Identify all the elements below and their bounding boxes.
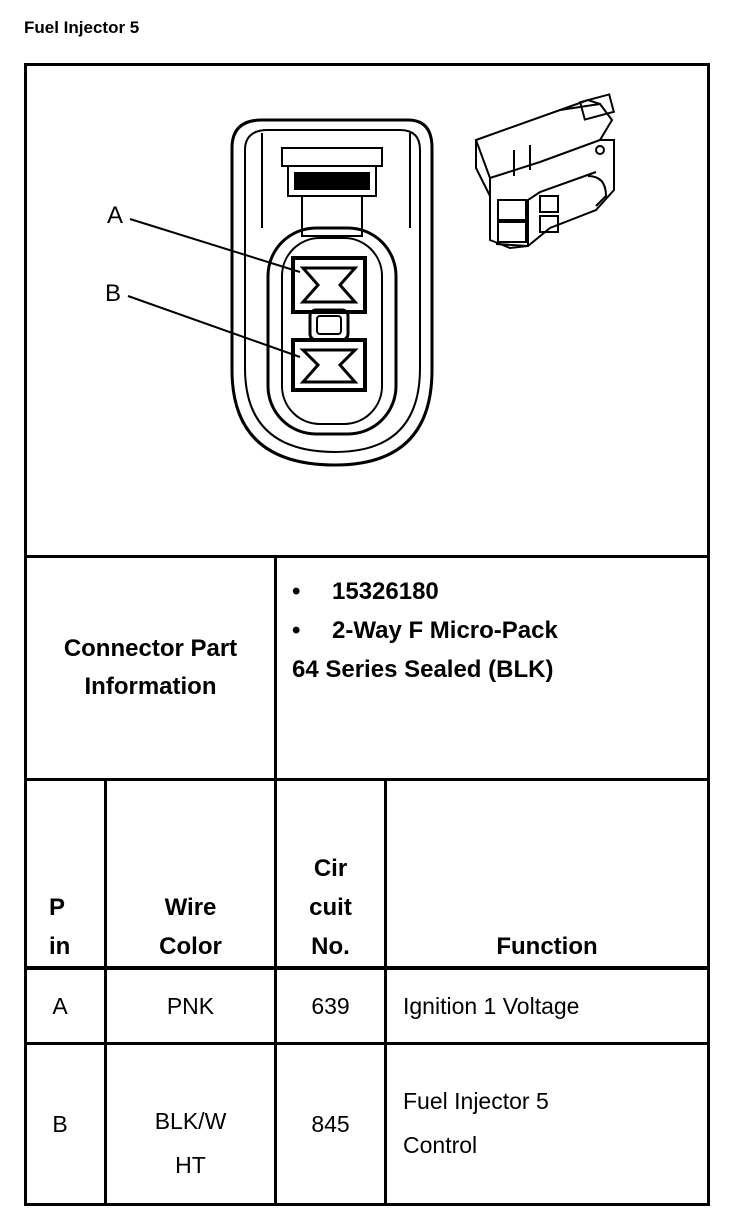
terminal-a (291, 256, 367, 314)
connector-info-label-line2: Information (84, 673, 217, 700)
pin-label-a: A (107, 202, 123, 229)
connector-info-values: • 15326180 • 2-Way F Micro-Pack 64 Serie… (292, 572, 702, 689)
latch-top (281, 147, 383, 167)
row-a-pin: A (52, 992, 68, 1019)
connector-latch (261, 133, 411, 228)
col-divider-2 (274, 778, 277, 1206)
col-divider-1 (104, 778, 107, 1206)
divider-row-a (24, 1042, 710, 1045)
row-b-function: Fuel Injector 5 Control (403, 1088, 549, 1158)
header-wire-color: Wire Color (159, 894, 222, 960)
connector-3d-view (474, 93, 616, 250)
row-a-circuit: 639 (311, 992, 350, 1019)
row-a-function: Ignition 1 Voltage (403, 992, 580, 1019)
row-a-wire-color: PNK (166, 992, 215, 1019)
leader-line-a (129, 218, 301, 273)
divider-part-info-vertical (274, 555, 277, 781)
connector-info-label: Connector Part Information (27, 558, 274, 778)
bullet-glyph: • (292, 578, 301, 605)
connector-type-row: • 2-Way F Micro-Pack (292, 611, 702, 650)
connector-housing-outline (230, 118, 434, 467)
connector-housing-inner (244, 129, 421, 454)
divider-part-info (24, 778, 710, 781)
col-divider-3 (384, 778, 387, 1206)
row-b-circuit: 845 (311, 1110, 350, 1137)
leader-line-b (127, 295, 301, 358)
header-pin: P in (49, 894, 71, 960)
part-number-row: • 15326180 (292, 572, 702, 611)
pin-label-b: B (105, 280, 121, 307)
header-circuit-no: Cir cuit No. (309, 855, 352, 960)
row-b-pin: B (52, 1110, 68, 1137)
terminal-housing (266, 226, 398, 436)
connector-diagram: A B (105, 93, 616, 467)
page-title: Fuel Injector 5 (24, 18, 140, 37)
bullet-glyph: • (292, 617, 301, 644)
connector-info-label-line1: Connector Part (63, 635, 238, 662)
divider-header (24, 966, 710, 970)
part-number: 15326180 (332, 578, 439, 605)
header-function: Function (496, 933, 598, 960)
divider-drawing (24, 555, 710, 558)
row-b-wire-color: BLK/W HT (154, 1108, 227, 1178)
terminal-lock (308, 308, 350, 342)
connector-table-frame (24, 63, 710, 1206)
connector-series: 64 Series Sealed (BLK) (292, 656, 554, 683)
connector-type: 2-Way F Micro-Pack (332, 617, 558, 644)
terminal-b (291, 338, 367, 392)
